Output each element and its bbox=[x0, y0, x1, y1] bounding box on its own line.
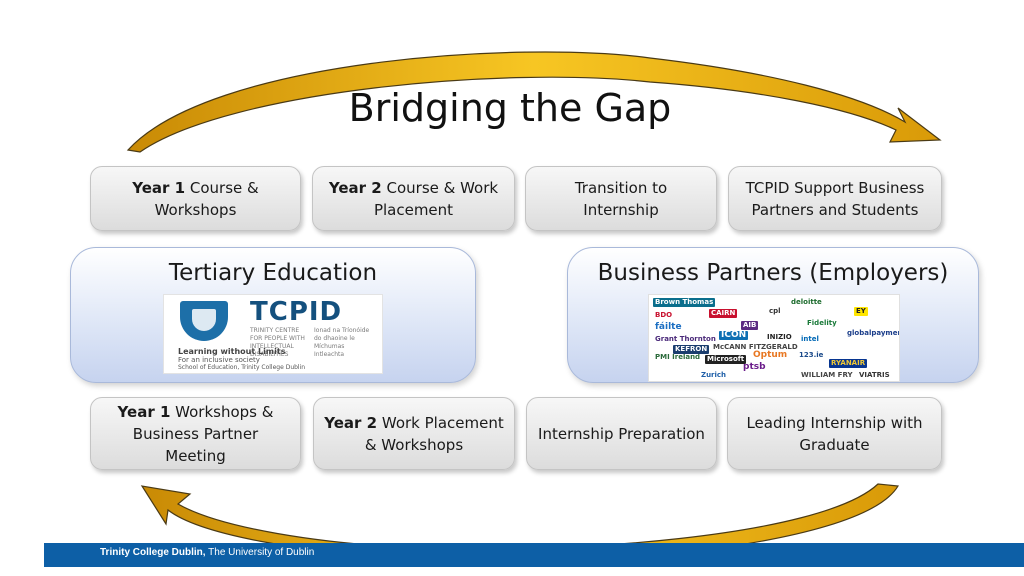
employer-logo: ptsb bbox=[743, 362, 766, 372]
footer-university: The University of Dublin bbox=[205, 547, 315, 558]
employer-logo: intel bbox=[801, 335, 819, 343]
employer-logo: Brown Thomas bbox=[653, 298, 716, 307]
logo-irish-text: Ionad na Tríonóide do dhaoine le Míchuma… bbox=[314, 327, 370, 358]
step-year-label: Year 1 bbox=[117, 402, 171, 421]
top-curved-arrow-icon bbox=[126, 51, 942, 153]
employer-logo: globalpayments bbox=[847, 329, 899, 337]
step-year2-placement: Year 2 Work Placement & Workshops bbox=[313, 397, 515, 470]
step-label: Workshops & Business Partner Meeting bbox=[132, 402, 274, 465]
step-label: Course & Work Placement bbox=[373, 178, 499, 219]
employer-logo: Microsoft bbox=[705, 355, 747, 364]
logo-tagline-2: For an inclusive society bbox=[178, 356, 260, 364]
footer-college: Trinity College Dublin, bbox=[100, 547, 206, 558]
page-title: Bridging the Gap bbox=[348, 86, 672, 130]
business-partners-panel: Business Partners (Employers) Brown Thom… bbox=[567, 247, 979, 383]
employer-logos-collage: Brown Thomas CAIRN cpl deloitte EY BDO F… bbox=[648, 294, 900, 382]
employer-logo: Optum bbox=[753, 350, 788, 360]
employer-logo: ICON bbox=[719, 330, 749, 340]
employer-logo: cpl bbox=[769, 307, 781, 315]
employer-logo: Zurich bbox=[701, 371, 727, 379]
step-leading-internship: Leading Internship with Graduate bbox=[727, 397, 942, 470]
employer-logo: INIZIO bbox=[767, 333, 792, 341]
employer-logo: PMI Ireland bbox=[655, 353, 701, 361]
step-label: Course & Workshops bbox=[154, 178, 259, 219]
footer-bar: Trinity College Dublin, The University o… bbox=[44, 543, 1024, 567]
employer-logo: Fidelity bbox=[807, 319, 837, 327]
step-year-label: Year 2 bbox=[328, 178, 382, 197]
step-transition: Transition to Internship bbox=[525, 166, 717, 231]
employer-logo: Grant Thornton bbox=[655, 335, 716, 343]
panel-title: Business Partners (Employers) bbox=[597, 260, 949, 286]
employer-logo: RYANAIR bbox=[829, 359, 868, 368]
employer-logo: BDO bbox=[655, 311, 673, 319]
employer-logo: CAIRN bbox=[709, 309, 738, 318]
employer-logo: McCANN FITZGERALD bbox=[713, 343, 798, 351]
step-year-label: Year 2 bbox=[324, 413, 378, 432]
step-tcpid-support: TCPID Support Business Partners and Stud… bbox=[728, 166, 942, 231]
step-label: Internship Preparation bbox=[538, 424, 705, 443]
step-internship-preparation: Internship Preparation bbox=[526, 397, 717, 470]
logo-english-text: TRINITY CENTRE FOR PEOPLE WITH INTELLECT… bbox=[250, 327, 305, 358]
tertiary-education-panel: Tertiary Education TCPID TRINITY CENTRE … bbox=[70, 247, 476, 383]
employer-logo: AIB bbox=[741, 321, 759, 330]
shield-icon bbox=[180, 301, 228, 341]
employer-logo: KEFRON bbox=[673, 345, 710, 354]
logo-tagline-3: School of Education, Trinity College Dub… bbox=[178, 364, 306, 371]
employer-logo: fáilte bbox=[655, 322, 682, 332]
employer-logo: EY bbox=[854, 307, 868, 316]
employer-logo: deloitte bbox=[791, 298, 822, 306]
logo-tagline: Learning without Limits bbox=[178, 347, 286, 356]
step-year1-workshops: Year 1 Workshops & Business Partner Meet… bbox=[90, 397, 301, 470]
employer-logo: WILLIAM FRY bbox=[801, 371, 853, 379]
employer-logo: VIATRIS bbox=[859, 371, 890, 379]
footer-text: Trinity College Dublin, The University o… bbox=[100, 547, 314, 558]
panel-title: Tertiary Education bbox=[168, 260, 378, 286]
step-year2-course: Year 2 Course & Work Placement bbox=[312, 166, 515, 231]
employer-logo: 123.ie bbox=[799, 351, 824, 359]
step-year-label: Year 1 bbox=[132, 178, 186, 197]
step-year1-course: Year 1 Course & Workshops bbox=[90, 166, 301, 231]
logo-wordmark: TCPID bbox=[250, 297, 343, 327]
step-label: Work Placement & Workshops bbox=[364, 413, 504, 454]
step-label: Leading Internship with Graduate bbox=[746, 413, 923, 454]
step-label: TCPID Support Business Partners and Stud… bbox=[745, 178, 925, 219]
tcpid-logo: TCPID TRINITY CENTRE FOR PEOPLE WITH INT… bbox=[163, 294, 383, 374]
step-label: Transition to Internship bbox=[574, 178, 668, 219]
